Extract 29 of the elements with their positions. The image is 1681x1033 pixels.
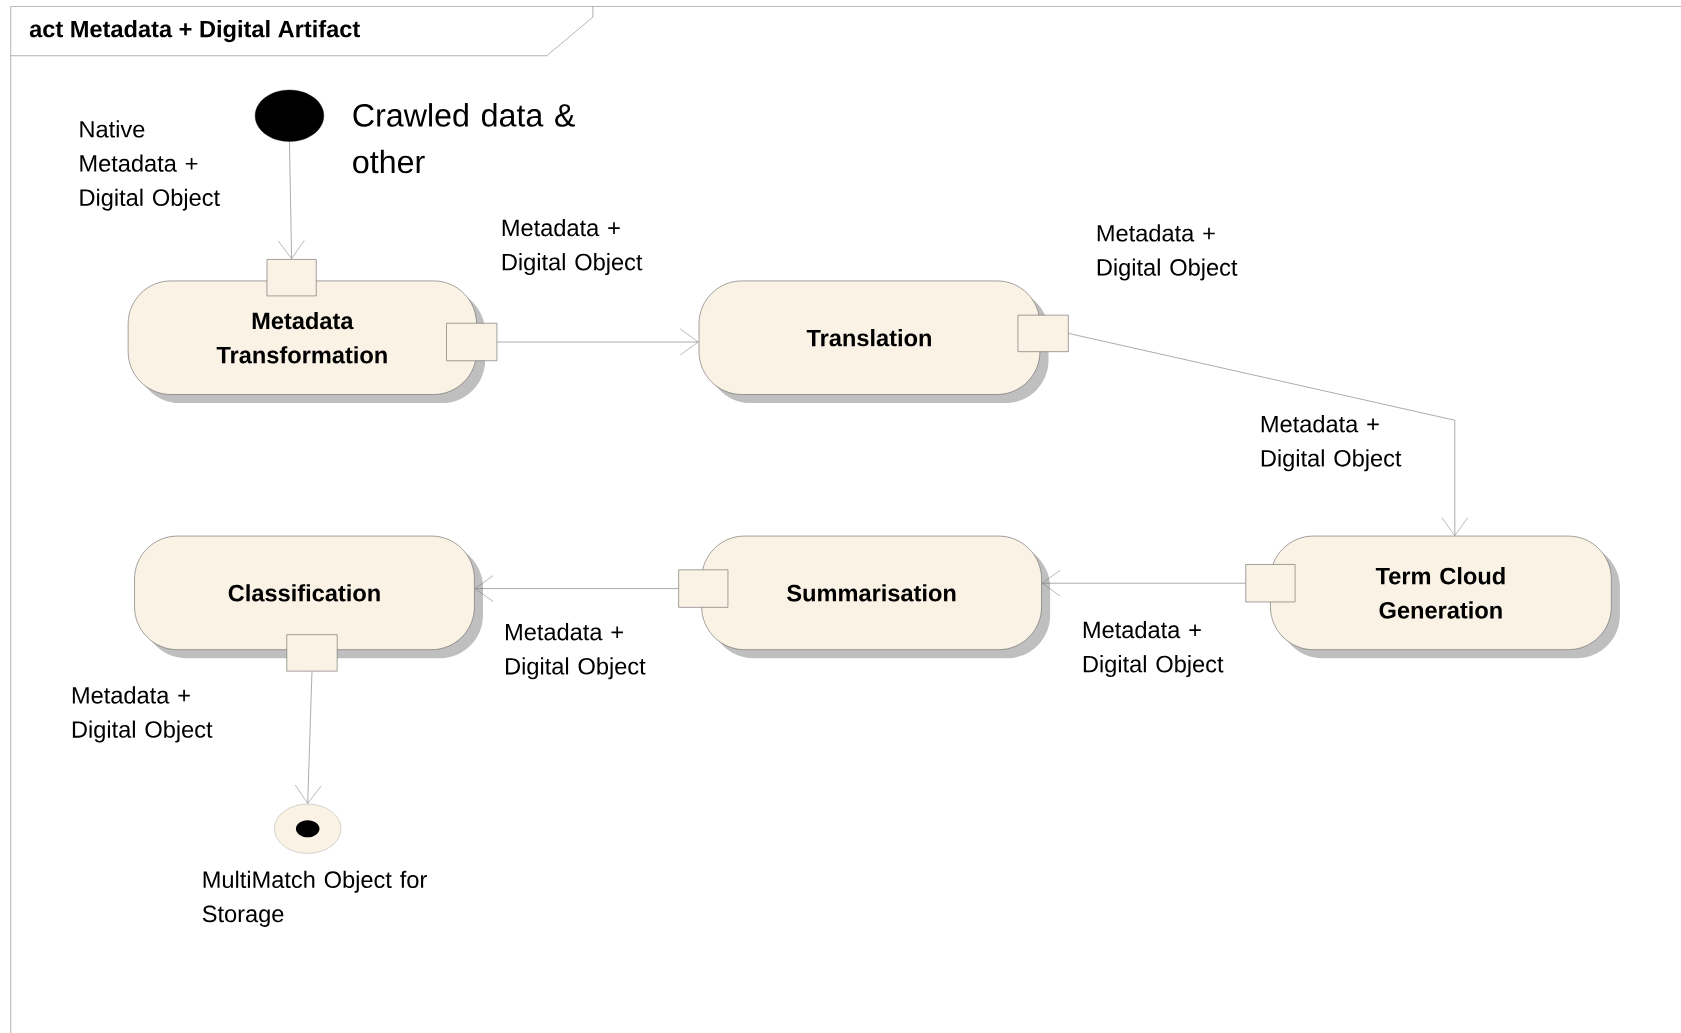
- pin: [266, 258, 317, 296]
- arrow: [1042, 569, 1246, 597]
- initial-node: [254, 89, 324, 142]
- annotation: Metadata + Digital Object: [502, 218, 643, 275]
- arrow: [278, 141, 305, 259]
- pin: [1245, 563, 1296, 603]
- frame-title-tab: act Metadata + Digital Artifact: [10, 5, 594, 56]
- final-node: [274, 803, 342, 854]
- annotation: Metadata + Digital Object: [72, 686, 213, 743]
- annotation: Metadata + Digital Object: [1261, 414, 1402, 472]
- pin: [1017, 314, 1069, 352]
- annotation: Metadata + Digital Object: [506, 622, 646, 680]
- action-box: Classification: [134, 535, 483, 658]
- pin: [678, 569, 729, 608]
- action-box: Metadata Transformation: [127, 280, 486, 403]
- action-box: Summarisation: [701, 535, 1051, 658]
- arrow: [1068, 332, 1469, 536]
- pin: [446, 322, 498, 361]
- annotation: MultiMatch Object for Storage: [202, 870, 427, 927]
- annotation: Crawled data & other: [353, 102, 575, 174]
- arrow: [496, 328, 699, 355]
- action-box: Term Cloud Generation: [1270, 535, 1620, 658]
- annotation: Native Metadata + Digital Object: [80, 120, 220, 211]
- annotation: Metadata + Digital Object: [1097, 224, 1238, 281]
- arrow: [295, 670, 322, 804]
- pin: [286, 634, 338, 672]
- annotation: Metadata + Digital Object: [1083, 620, 1224, 677]
- arrow: [474, 575, 679, 602]
- action-box: Translation: [698, 280, 1049, 403]
